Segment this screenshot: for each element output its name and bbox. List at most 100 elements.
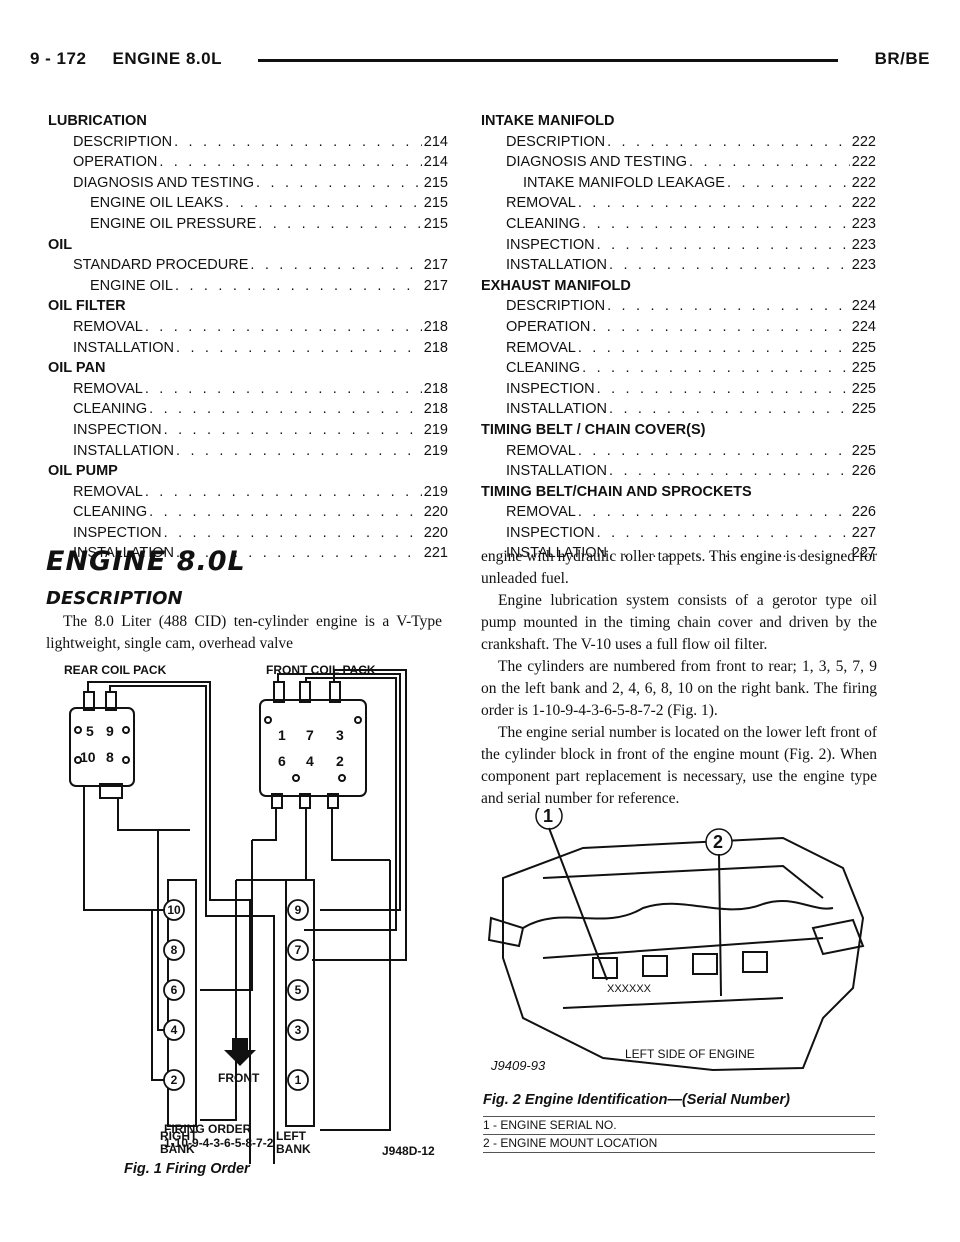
- toc-entry[interactable]: INSTALLATION 226: [481, 461, 876, 482]
- left-bank-label-2: BANK: [276, 1142, 311, 1156]
- header-right: BR/BE: [874, 49, 930, 68]
- toc-entry[interactable]: INSPECTION220: [48, 523, 448, 544]
- serial-mark: XXXXXX: [607, 983, 652, 995]
- toc-entry[interactable]: ENGINE OIL217: [48, 276, 448, 297]
- front-coil-num: 3: [336, 727, 344, 743]
- right-bank-cyl: 8: [171, 943, 178, 957]
- toc-leader-dots: [164, 420, 422, 441]
- toc-entry[interactable]: INSTALLATION227: [481, 543, 876, 564]
- toc-page-number: 219: [423, 442, 448, 459]
- toc-entry[interactable]: REMOVAL226: [481, 502, 876, 523]
- engine-banks: [167, 879, 315, 1127]
- subsection-title: DESCRIPTION: [46, 588, 183, 609]
- toc-page-number: 225: [851, 401, 876, 418]
- toc-entry-title: INSTALLATION: [506, 463, 607, 480]
- toc-heading: LUBRICATION: [48, 113, 147, 129]
- toc-entry[interactable]: CLEANING218: [48, 399, 448, 420]
- toc-entry[interactable]: STANDARD PROCEDURE 217: [48, 255, 448, 276]
- left-bank-cyl: 3: [295, 1023, 302, 1037]
- toc-entry[interactable]: DIAGNOSIS AND TESTING215: [48, 173, 448, 194]
- toc-entry-title: DESCRIPTION: [506, 133, 606, 150]
- rear-coil-pack-label: REAR COIL PACK: [64, 663, 167, 677]
- engine-identification-figure: 1 2 XXXXXX LEFT SIDE OF ENGINE J9409-93: [487, 808, 865, 1073]
- firing-order-sequence: 1-10-9-4-3-6-5-8-7-2: [164, 1136, 274, 1150]
- toc-entry[interactable]: DIAGNOSIS AND TESTING222: [481, 152, 876, 173]
- toc-heading: TIMING BELT/CHAIN AND SPROCKETS: [481, 483, 752, 500]
- toc-entry[interactable]: INTAKE MANIFOLD LEAKAGE222: [481, 173, 876, 194]
- toc-entry[interactable]: OPERATION 224: [481, 317, 876, 338]
- toc-entry[interactable]: REMOVAL218: [48, 379, 448, 400]
- toc-entry[interactable]: DESCRIPTION222: [481, 132, 876, 153]
- toc-entry[interactable]: REMOVAL219: [48, 482, 448, 503]
- toc-entry[interactable]: ENGINE OIL PRESSURE215: [48, 214, 448, 235]
- toc-leader-dots: [578, 338, 850, 359]
- toc-page-number: 220: [423, 504, 448, 521]
- toc-leader-dots: [582, 358, 850, 379]
- toc-page-number: 214: [423, 154, 448, 171]
- toc-page-number: 215: [423, 215, 448, 232]
- right-bank-cyl: 6: [171, 983, 178, 997]
- toc-page-number: 217: [423, 257, 448, 274]
- toc-page-number: 215: [423, 195, 448, 212]
- toc-entry[interactable]: OPERATION214: [48, 152, 448, 173]
- rear-coil-num: 5: [86, 723, 94, 739]
- toc-leader-dots: [578, 193, 850, 214]
- firing-order-diagram: REAR COIL PACK FRONT COIL PACK 5 9 10 8 …: [64, 663, 407, 1164]
- toc-entry[interactable]: REMOVAL218: [48, 317, 448, 338]
- toc-page-number: 222: [851, 154, 876, 171]
- toc-entry-title: DESCRIPTION: [506, 298, 606, 315]
- toc-leader-dots: [607, 296, 850, 317]
- toc-entry[interactable]: REMOVAL225: [481, 338, 876, 359]
- callout-leaders: [548, 827, 722, 997]
- toc-entry-title: CLEANING: [73, 504, 148, 521]
- toc-leader-dots: [149, 399, 422, 420]
- toc-entry[interactable]: INSPECTION219: [48, 420, 448, 441]
- toc-entry[interactable]: INSPECTION227: [481, 523, 876, 544]
- right-bank-cyl: 10: [167, 903, 181, 917]
- toc-leader-dots: [149, 502, 422, 523]
- toc-entry[interactable]: CLEANING223: [481, 214, 876, 235]
- toc-heading: OIL PUMP: [48, 463, 118, 480]
- toc-entry-title: STANDARD PROCEDURE: [73, 257, 249, 274]
- toc-page-number: 224: [851, 318, 876, 335]
- toc-entry[interactable]: DESCRIPTION214: [48, 132, 448, 153]
- toc-entry-title: REMOVAL: [506, 442, 576, 459]
- header-rule: [258, 59, 838, 62]
- toc-leader-dots: [175, 276, 422, 297]
- toc-page-number: 223: [851, 236, 876, 253]
- toc-entry[interactable]: REMOVAL225: [481, 441, 876, 462]
- toc-entry[interactable]: INSTALLATION225: [481, 399, 876, 420]
- toc-entry[interactable]: INSPECTION225: [481, 379, 876, 400]
- fig1-code: J948D-12: [382, 1144, 435, 1158]
- fig2-note: 1 - ENGINE SERIAL NO.: [483, 1116, 875, 1134]
- body-paragraph-2: Engine lubrication system consists of a …: [481, 592, 877, 653]
- left-bank-cyl: 7: [295, 943, 302, 957]
- header-left: 9 - 172 ENGINE 8.0L: [30, 49, 222, 68]
- toc-leader-dots: [689, 152, 850, 173]
- toc-entry[interactable]: INSTALLATION218: [48, 338, 448, 359]
- toc-entry[interactable]: CLEANING225: [481, 358, 876, 379]
- front-label: FRONT: [218, 1071, 260, 1085]
- toc-entry[interactable]: ENGINE OIL LEAKS215: [48, 193, 448, 214]
- toc-entry[interactable]: DESCRIPTION224: [481, 296, 876, 317]
- toc-entry[interactable]: INSPECTION223: [481, 235, 876, 256]
- toc-entry[interactable]: INSTALLATION 219: [48, 441, 448, 462]
- body-right: engine with hydraulic roller tappets. Th…: [481, 546, 877, 810]
- toc-entry[interactable]: INSTALLATION223: [481, 255, 876, 276]
- toc-entry-title: OPERATION: [506, 318, 591, 335]
- toc-entry[interactable]: INSTALLATION221: [48, 543, 448, 564]
- toc-entry-title: CLEANING: [73, 401, 148, 418]
- toc-leader-dots: [176, 441, 422, 462]
- toc-leader-dots: [609, 461, 850, 482]
- rear-coil-num: 9: [106, 723, 114, 739]
- left-bank-label-1: LEFT: [276, 1129, 307, 1143]
- toc-entry[interactable]: REMOVAL222: [481, 193, 876, 214]
- toc-page-number: 226: [851, 463, 876, 480]
- front-coil-pack: [259, 681, 367, 809]
- toc-entry-title: INSTALLATION: [73, 442, 174, 459]
- toc-leader-dots: [592, 317, 849, 338]
- front-coil-num: 1: [278, 727, 286, 743]
- toc-entry[interactable]: CLEANING 220: [48, 502, 448, 523]
- left-side-label: LEFT SIDE OF ENGINE: [625, 1047, 755, 1061]
- toc-leader-dots: [578, 502, 850, 523]
